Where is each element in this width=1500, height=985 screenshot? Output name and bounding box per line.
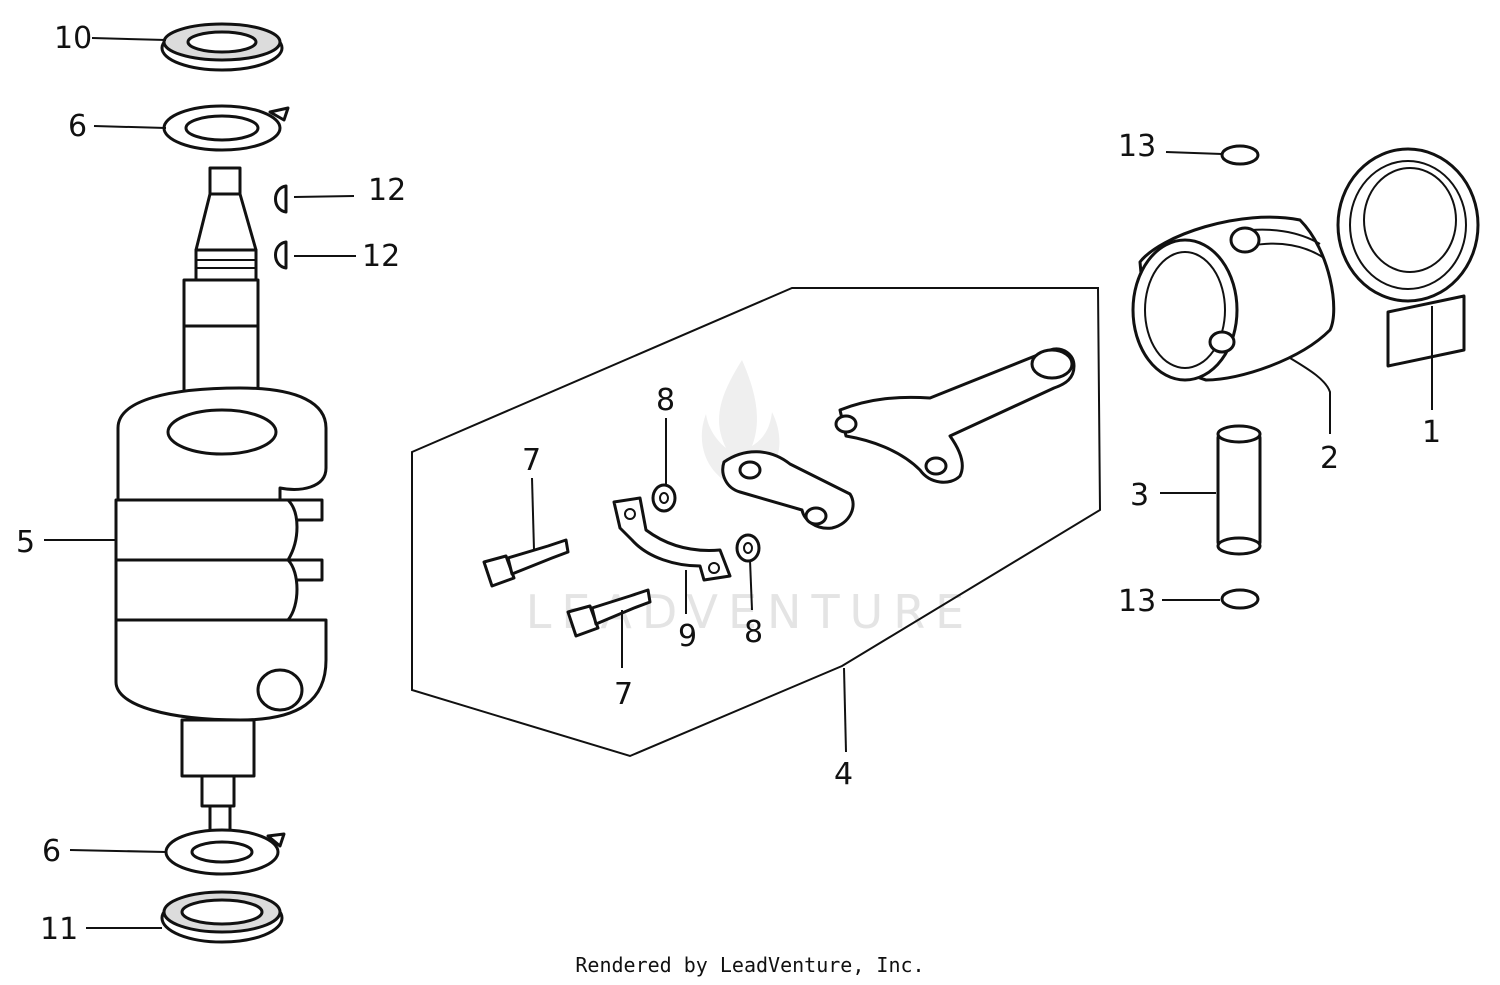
oil-seal-top <box>160 22 284 72</box>
piston-pin-clips <box>1220 144 1260 610</box>
rod-cap <box>721 450 855 530</box>
crankshaft <box>114 166 328 852</box>
piston-rings <box>1336 147 1480 368</box>
rod-bolts <box>482 538 652 638</box>
oil-seal-bottom <box>160 890 284 944</box>
callout-4: 4 <box>834 757 853 792</box>
callout-8-top: 8 <box>656 383 675 418</box>
callout-1: 1 <box>1422 415 1441 450</box>
washers <box>651 483 761 563</box>
callout-8-bottom: 8 <box>744 615 763 650</box>
callout-12-bottom: 12 <box>362 239 400 274</box>
callout-13-bottom: 13 <box>1118 584 1156 619</box>
connecting-rod <box>834 347 1076 484</box>
callout-5: 5 <box>16 525 35 560</box>
callout-6-bottom: 6 <box>42 834 61 869</box>
piston-pin <box>1216 424 1262 556</box>
callout-10: 10 <box>54 21 92 56</box>
connecting-rod-assembly-boundary <box>411 287 1102 758</box>
thrust-washer-top <box>162 104 290 152</box>
lock-plate <box>612 496 732 582</box>
callout-13-top: 13 <box>1118 129 1156 164</box>
callout-7-bottom: 7 <box>614 677 633 712</box>
woodruff-keys <box>274 184 288 270</box>
callout-6-top: 6 <box>68 109 87 144</box>
callout-9: 9 <box>678 619 697 654</box>
credit-text: Rendered by LeadVenture, Inc. <box>575 953 924 977</box>
callout-2: 2 <box>1320 441 1339 476</box>
callout-7-top: 7 <box>522 443 541 478</box>
callout-11: 11 <box>40 912 78 947</box>
piston <box>1131 215 1336 382</box>
leader-lines <box>44 37 1433 929</box>
thrust-washer-bottom <box>164 828 286 876</box>
callout-numbers: 10 6 12 12 5 6 11 7 7 8 8 9 4 13 13 3 2 … <box>16 21 1441 947</box>
callout-3: 3 <box>1130 478 1149 513</box>
callout-12-top: 12 <box>368 173 406 208</box>
